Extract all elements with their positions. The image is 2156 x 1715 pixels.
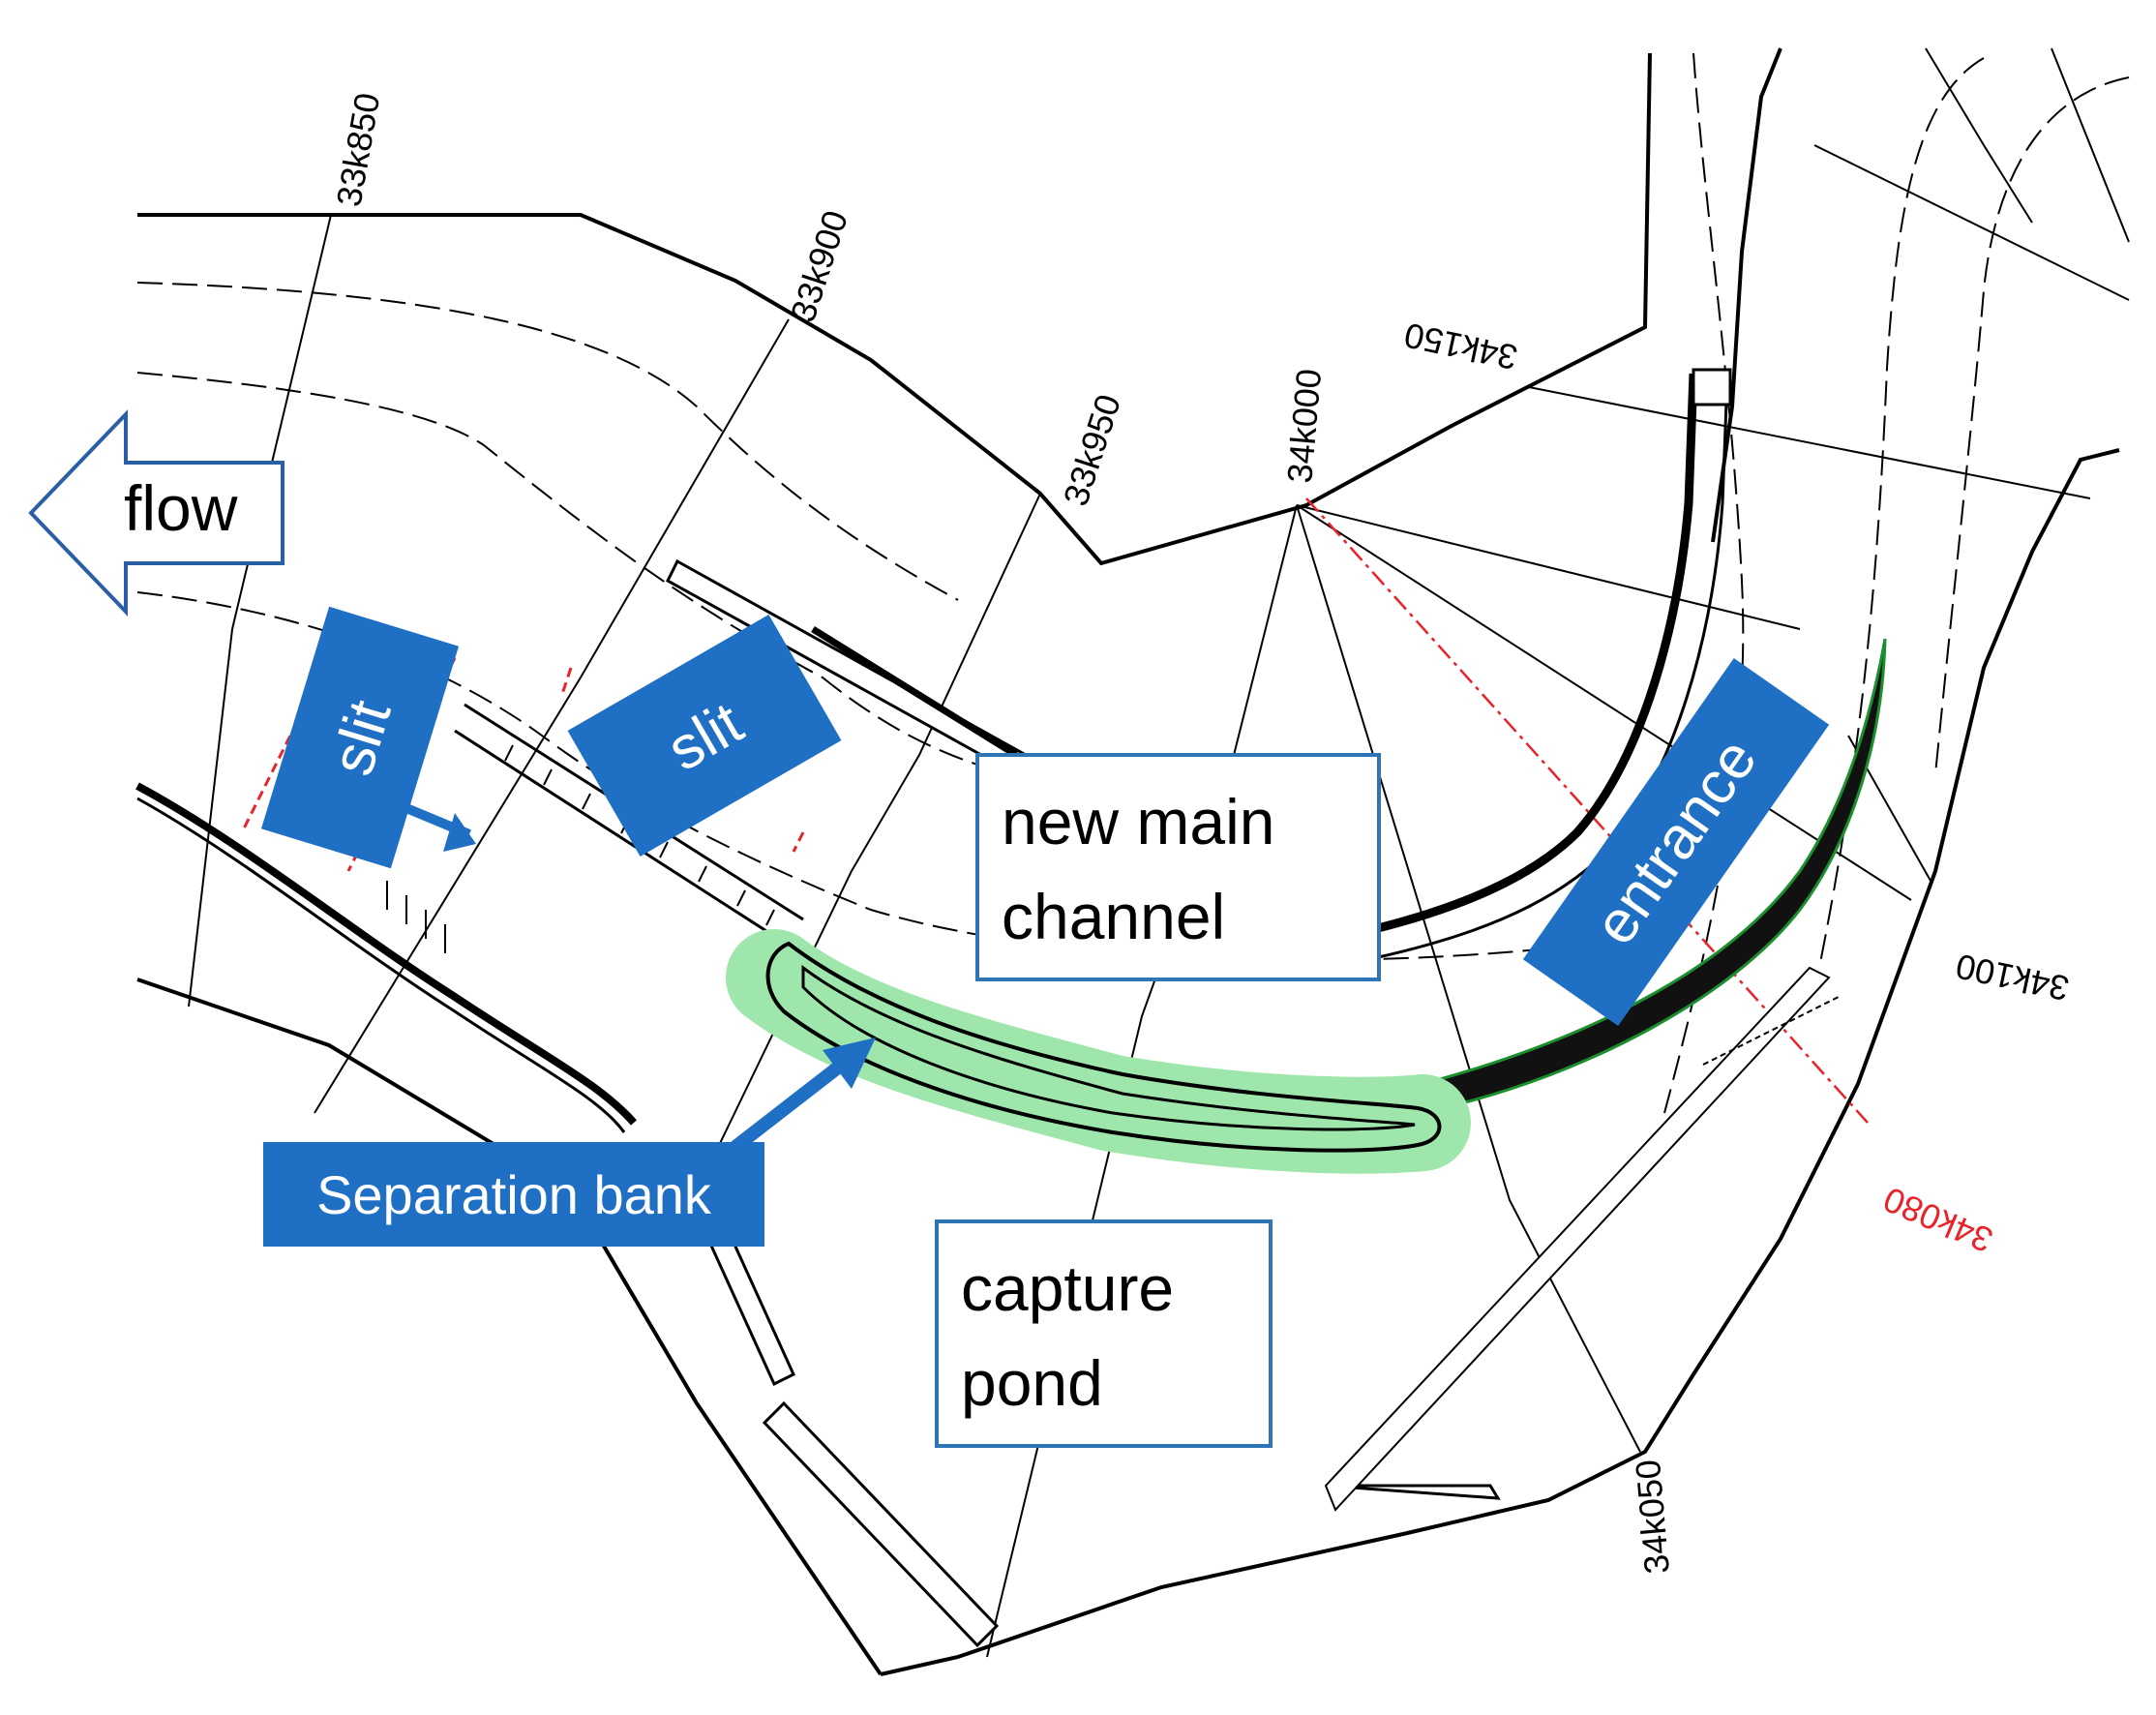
chainage-33k950: 33k950 bbox=[1056, 389, 1128, 510]
separation-bank-label-text: Separation bank bbox=[316, 1164, 712, 1225]
flow-arrow-shape bbox=[28, 409, 284, 617]
slit-bank-lower bbox=[135, 782, 638, 1126]
separation-bank-inner bbox=[801, 965, 1416, 1131]
flow-arrow: flow bbox=[28, 409, 284, 617]
new-main-channel-line1: new main bbox=[1002, 786, 1274, 858]
slit-bank-lower-outline bbox=[136, 797, 626, 1133]
lower-wall-3 bbox=[1325, 1484, 1501, 1500]
chainage-34k000: 34k000 bbox=[1279, 367, 1329, 484]
lower-right-structure bbox=[1324, 966, 1840, 1512]
east-boundary bbox=[880, 448, 2120, 1676]
channel-inner-bank bbox=[1372, 373, 1698, 934]
outer-boundaries bbox=[136, 47, 2120, 1676]
flow-label: flow bbox=[124, 472, 238, 544]
capture-pond-line2: pond bbox=[961, 1347, 1103, 1419]
separation-bank-pointer bbox=[731, 1051, 856, 1153]
chainage-33k850: 33k850 bbox=[329, 90, 388, 209]
north-boundary bbox=[137, 52, 1652, 566]
chainage-34k150: 34k150 bbox=[1401, 316, 1521, 378]
chainage-34k100: 34k100 bbox=[1953, 947, 2073, 1009]
lower-wall-2 bbox=[762, 1400, 1000, 1648]
separation-bank-label: Separation bank bbox=[263, 1142, 764, 1247]
upper-left-wall-heavy bbox=[811, 626, 1018, 758]
chainage-34k080: 34k080 bbox=[1877, 1179, 1998, 1260]
chainage-34k050: 34k050 bbox=[1628, 1459, 1677, 1576]
capture-pond-line1: capture bbox=[961, 1252, 1174, 1324]
contour-4 bbox=[1663, 52, 1745, 1114]
separation-bank-pointer-head bbox=[823, 1038, 876, 1089]
contour-2 bbox=[136, 372, 978, 766]
south-boundary bbox=[136, 978, 883, 1676]
capture-pond-box: capture pond bbox=[935, 1219, 1273, 1448]
slit-left-pointer-head bbox=[443, 813, 476, 852]
contour-6 bbox=[1934, 76, 2130, 775]
slit-label-left: slit bbox=[260, 606, 460, 869]
new-main-channel-line2: channel bbox=[1002, 881, 1225, 952]
slit-bank-upper-2 bbox=[454, 729, 794, 950]
entrance-band bbox=[1420, 638, 1887, 1110]
slit-right-pointer-head bbox=[619, 786, 668, 821]
chainage-33k900: 33k900 bbox=[783, 205, 855, 326]
channel-top-cap bbox=[1692, 368, 1732, 406]
slit-ticks-left bbox=[386, 881, 446, 953]
separation-bank-highlight bbox=[726, 929, 1471, 1174]
contour-1 bbox=[136, 282, 959, 601]
new-main-channel-box: new main channel bbox=[975, 753, 1381, 981]
